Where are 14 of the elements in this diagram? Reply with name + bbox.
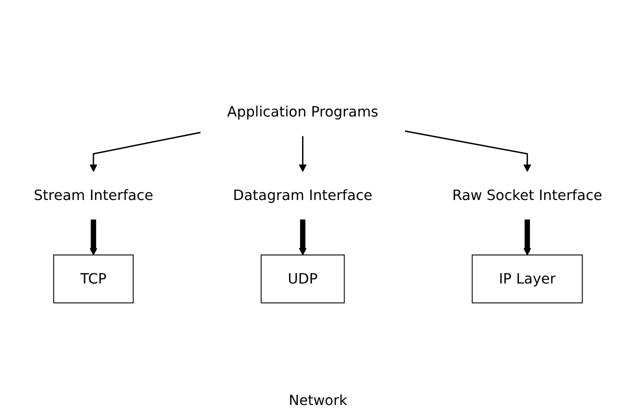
arrow	[298, 136, 307, 172]
arrow	[523, 219, 532, 256]
node-box: UDP	[260, 254, 345, 304]
arrow	[90, 132, 201, 172]
arrow	[90, 219, 98, 256]
node-box: TCP	[53, 254, 134, 304]
arrow	[298, 219, 307, 256]
node-box: IP Layer	[472, 254, 583, 304]
node-text: Datagram Interface	[233, 186, 372, 204]
node-text: Application Programs	[227, 103, 378, 120]
arrow	[404, 130, 532, 172]
node-text: Stream Interface	[34, 186, 154, 204]
network-label: Network	[288, 393, 348, 409]
node-text: Raw Socket Interface	[452, 186, 602, 204]
